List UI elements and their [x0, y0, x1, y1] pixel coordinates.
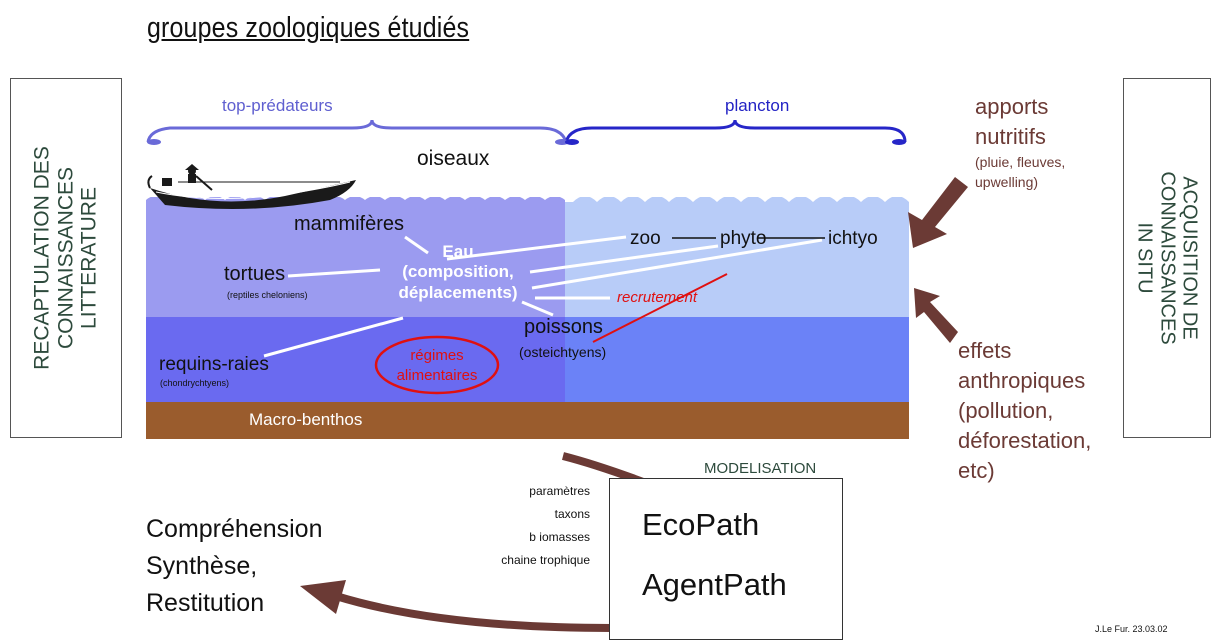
surface-water-right: [565, 197, 909, 317]
outputs-block: Compréhension Synthèse, Restitution: [146, 511, 323, 622]
label-plankton: plancton: [725, 96, 790, 115]
label-modelling: MODELISATION: [704, 460, 817, 477]
software-box: EcoPath AgentPath: [609, 478, 843, 640]
param-4: chaine trophique: [501, 553, 590, 567]
label-sharks: requins-raies: [159, 354, 269, 375]
label-water: Eau (composition, déplacements): [378, 242, 538, 303]
brace-top-predators: [146, 119, 568, 143]
label-diet: régimes alimentaires: [377, 346, 497, 386]
anthropic-line-3: (pollution,: [958, 398, 1054, 423]
nutrients-arrow-icon: [908, 177, 968, 248]
label-turtles-sub: (reptiles cheloniens): [227, 290, 308, 300]
diet-line-2: alimentaires: [396, 367, 478, 384]
right-panel: ACQUISITION DE CONNAISSANCES IN SITU: [1123, 78, 1211, 438]
anthropic-block: effets anthropiques (pollution, déforest…: [958, 336, 1091, 486]
label-phyto: phyto: [720, 228, 767, 249]
water-line-3: déplacements): [398, 282, 518, 302]
nutrients-sub-1: (pluie, fleuves,: [975, 154, 1066, 170]
label-sharks-sub: (chondrychtyens): [160, 378, 230, 388]
label-turtles: tortues: [224, 263, 286, 285]
label-zoo: zoo: [630, 228, 661, 249]
label-recruitment: recrutement: [617, 289, 698, 306]
label-top-predators: top-prédateurs: [222, 96, 333, 115]
anthropic-line-2: anthropiques: [958, 368, 1086, 393]
anthropic-line-4: déforestation,: [958, 428, 1092, 453]
water-line-1: Eau: [442, 242, 474, 261]
parameters-list: paramètres taxons b iomasses chaine trop…: [460, 480, 590, 572]
benthos-layer: [146, 402, 909, 439]
software-ecopath: EcoPath: [642, 507, 760, 542]
label-benthos: Macro-benthos: [249, 410, 363, 429]
deep-water-right: [565, 317, 909, 402]
software-agentpath: AgentPath: [642, 567, 787, 602]
boat-icon: [147, 164, 356, 209]
nutrients-block: apports nutritifs (pluie, fleuves, upwel…: [975, 92, 1065, 192]
anthropic-arrow-icon: [914, 288, 958, 343]
label-fish: poissons: [524, 316, 603, 338]
param-2: taxons: [554, 507, 590, 521]
nutrients-sub-2: upwelling): [975, 174, 1039, 190]
anthropic-line-5: etc): [958, 458, 995, 483]
diet-line-1: régimes: [410, 347, 464, 364]
brace-plankton: [564, 119, 907, 143]
credit: J.Le Fur. 23.03.02: [1095, 624, 1168, 634]
label-mammals: mammifères: [294, 213, 405, 235]
trophic-links: [263, 235, 823, 358]
output-line-3: Restitution: [146, 589, 265, 617]
label-fish-sub: (osteichtyens): [519, 344, 607, 360]
nutrients-line-1: apports: [975, 94, 1049, 119]
label-birds: oiseaux: [417, 147, 490, 170]
water-line-2: (composition,: [402, 262, 514, 282]
output-arrow-icon: [334, 592, 613, 632]
wave-left: [146, 180, 565, 200]
surface-water-left: [146, 197, 565, 317]
left-panel: RECAPTULATION DES CONNAISSANCES LITTERAT…: [10, 78, 122, 438]
output-line-1: Compréhension: [146, 515, 323, 543]
param-3: b iomasses: [529, 530, 590, 544]
diagram-title: groupes zoologiques étudiés: [147, 12, 470, 44]
wave-right: [565, 180, 909, 202]
diet-ring: [374, 335, 500, 395]
nutrients-line-2: nutritifs: [975, 124, 1046, 149]
output-line-2: Synthèse,: [146, 552, 258, 580]
label-ichthyo: ichtyo: [828, 228, 878, 249]
param-1: paramètres: [529, 484, 590, 498]
anthropic-line-1: effets: [958, 338, 1012, 363]
